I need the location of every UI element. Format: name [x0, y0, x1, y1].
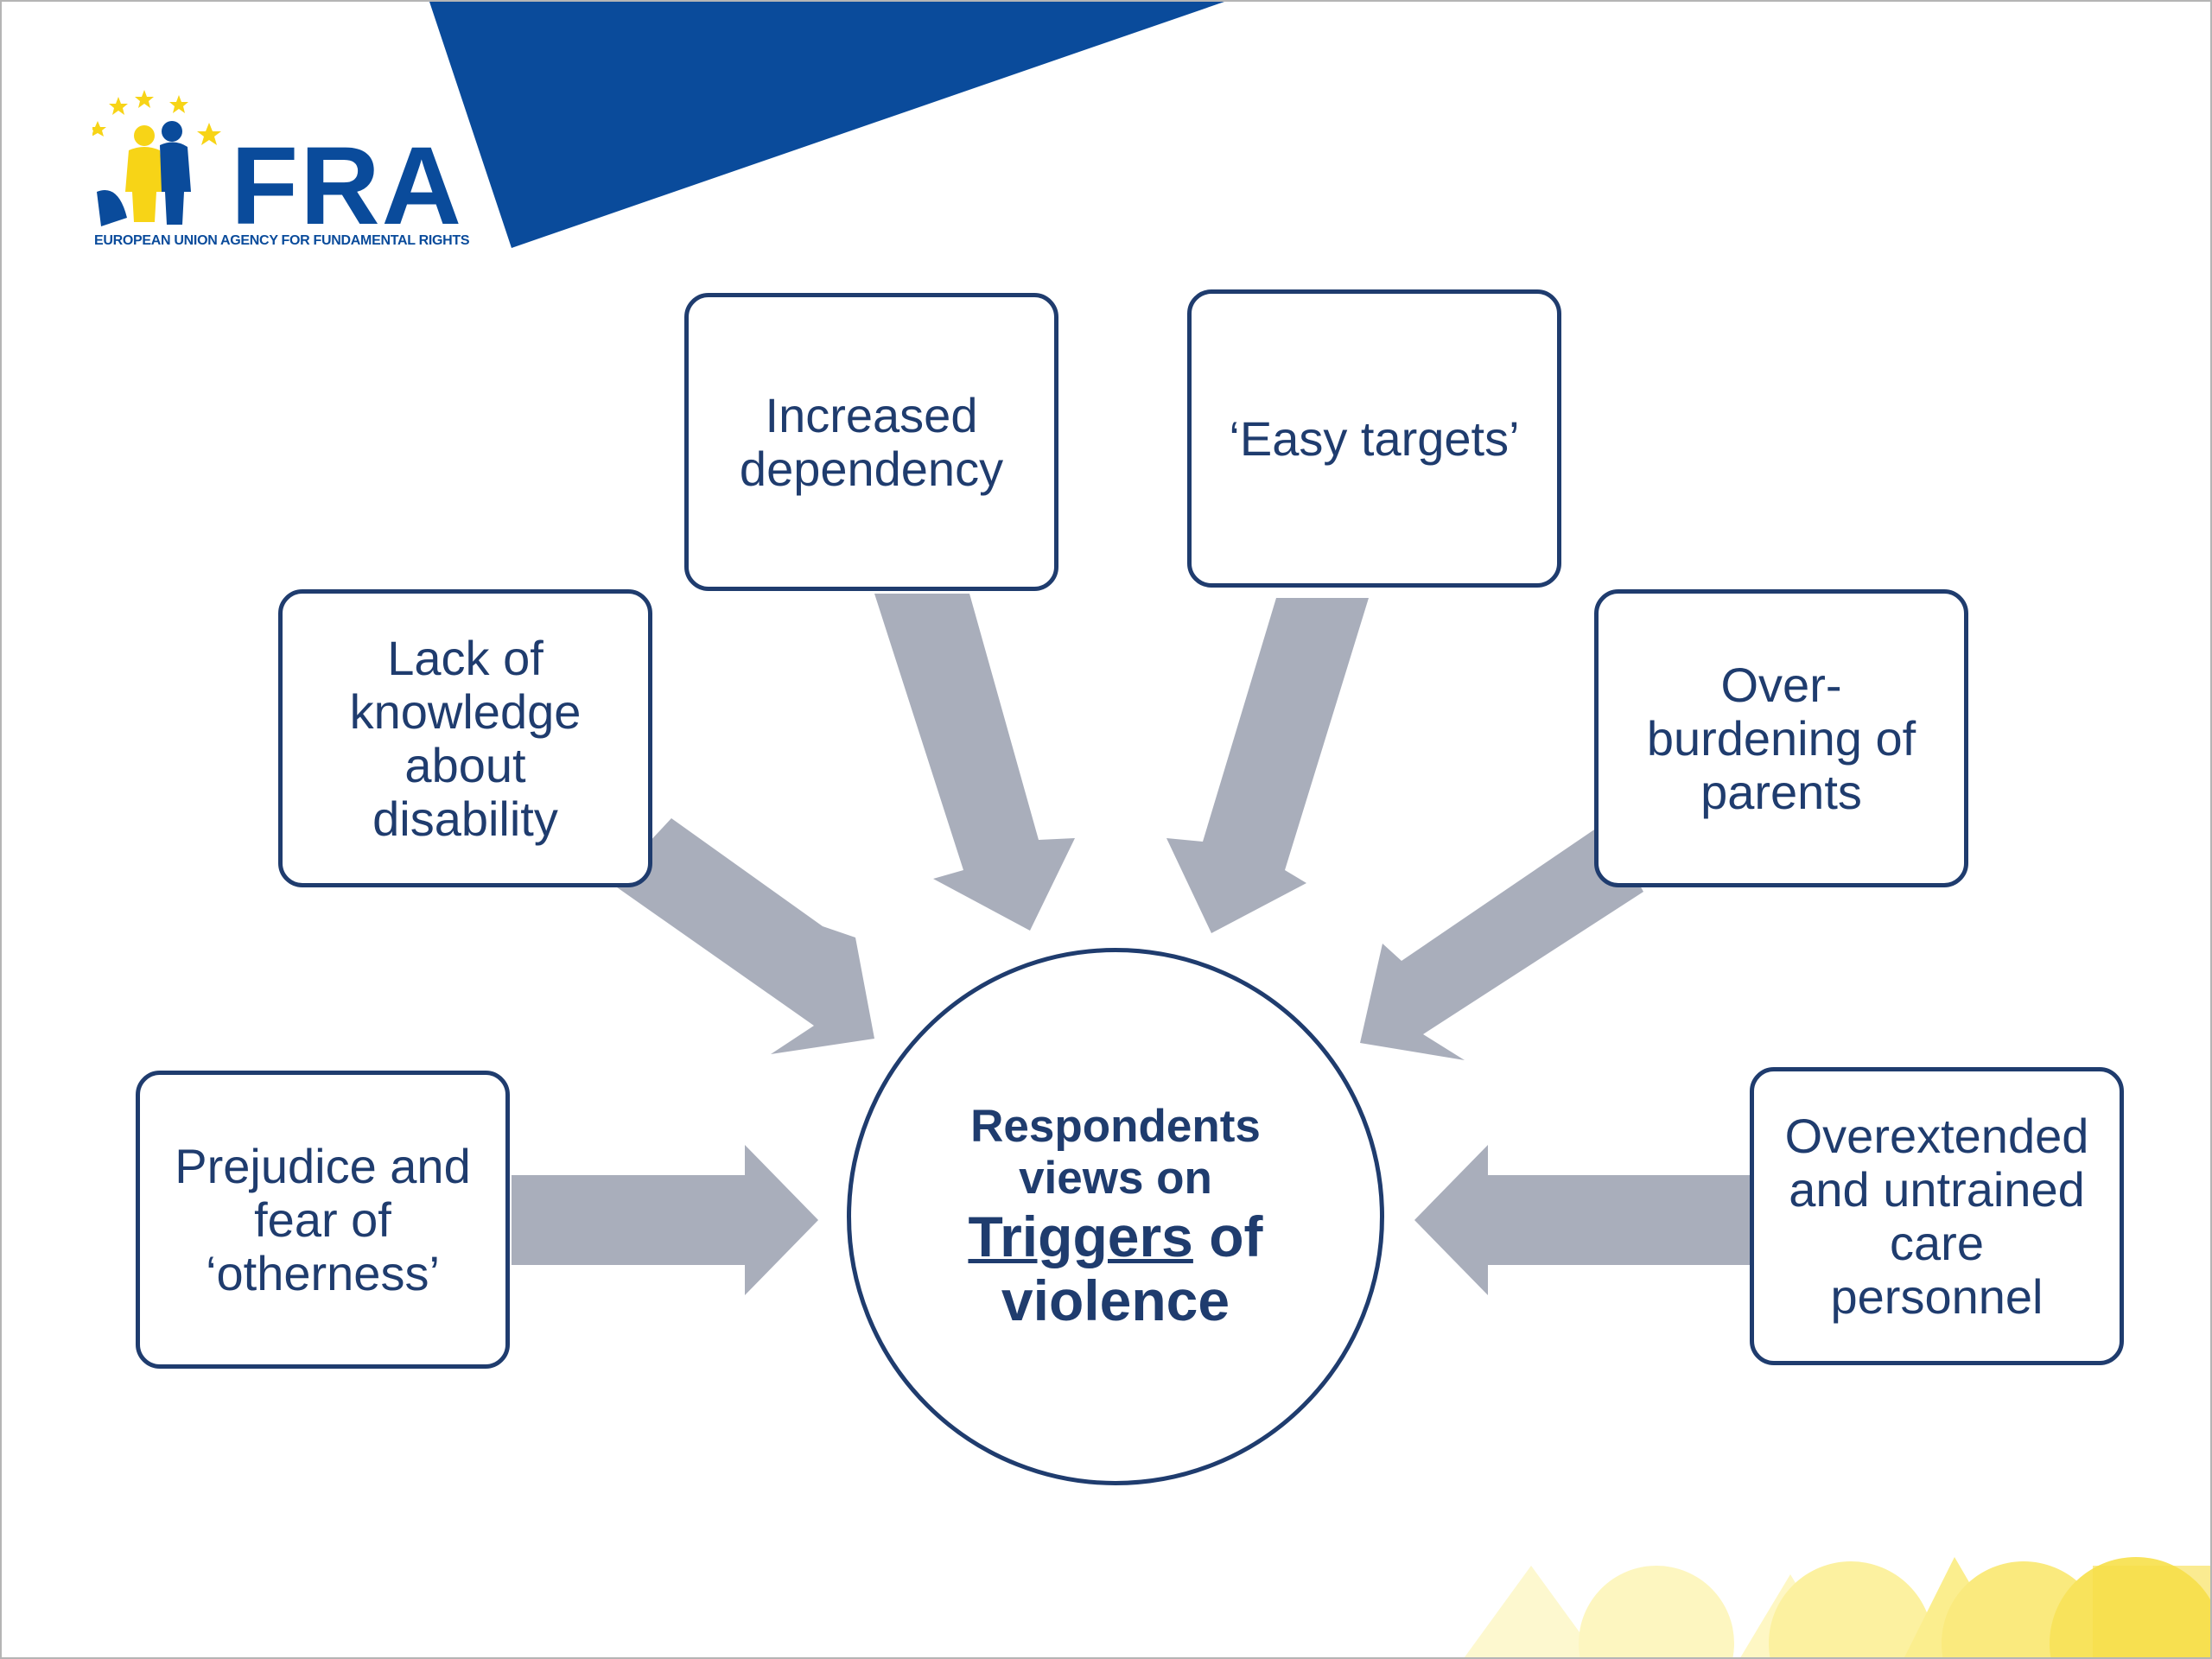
box-text-line: ‘otherness’ — [206, 1245, 440, 1300]
box-text-line: burdening of — [1646, 710, 1916, 766]
arrow-from-easy-targets — [1166, 598, 1369, 933]
trigger-box-prejudice: Prejudice and fear of ‘otherness’ — [136, 1071, 510, 1369]
box-text-line: Lack of — [387, 630, 543, 685]
box-text-line: and untrained — [1789, 1161, 2085, 1217]
center-line-2: views on — [1019, 1153, 1212, 1204]
trigger-box-overextended: Overextended and untrained care personne… — [1750, 1067, 2124, 1365]
center-line-3-rest: of — [1192, 1205, 1263, 1268]
fra-logo: FRA EUROPEAN UNION AGENCY FOR FUNDAMENTA… — [92, 88, 470, 261]
box-text-line: fear of — [254, 1192, 391, 1247]
trigger-box-increased-dependency: Increased dependency — [684, 293, 1058, 591]
center-line-4: violence — [1001, 1268, 1230, 1332]
box-text-line: ‘Easy targets’ — [1229, 410, 1520, 466]
arrow-from-prejudice — [512, 1145, 818, 1295]
arrow-from-lack-of-knowledge — [611, 818, 874, 1054]
trigger-box-easy-targets: ‘Easy targets’ — [1187, 289, 1561, 588]
box-text-line: parents — [1700, 764, 1862, 819]
box-text-line: Prejudice and — [175, 1138, 471, 1193]
trigger-box-lack-of-knowledge: Lack of knowledge about disability — [278, 589, 652, 887]
box-text-line: Overextended — [1784, 1108, 2089, 1163]
logo-wordmark: FRA — [231, 124, 464, 248]
arrow-from-increased-dependency — [874, 594, 1075, 931]
arrow-from-overextended — [1414, 1145, 1751, 1295]
logo-subtitle: EUROPEAN UNION AGENCY FOR FUNDAMENTAL RI… — [94, 233, 470, 248]
people-stars-icon — [92, 90, 221, 226]
center-line-1: Respondents — [970, 1101, 1261, 1152]
arrow-from-overburdening — [1360, 823, 1643, 1060]
box-text-line: disability — [372, 791, 558, 846]
blue-banner-shape — [429, 2, 1224, 248]
box-text-line: dependency — [739, 441, 1004, 496]
box-text-line: Over- — [1720, 657, 1842, 712]
trigger-box-overburdening: Over- burdening of parents — [1594, 589, 1968, 887]
box-text-line: care — [1890, 1215, 1984, 1270]
box-text-line: personnel — [1830, 1268, 2044, 1324]
box-text-line: knowledge — [349, 683, 582, 739]
center-line-3: Triggers of — [968, 1205, 1262, 1268]
decorative-watermark-shapes — [1464, 1557, 2210, 1657]
box-text-line: Increased — [765, 387, 978, 442]
center-circle: Respondents views on Triggers of violenc… — [847, 948, 1384, 1485]
center-emphasis: Triggers — [968, 1205, 1193, 1268]
box-text-line: about — [404, 737, 526, 792]
